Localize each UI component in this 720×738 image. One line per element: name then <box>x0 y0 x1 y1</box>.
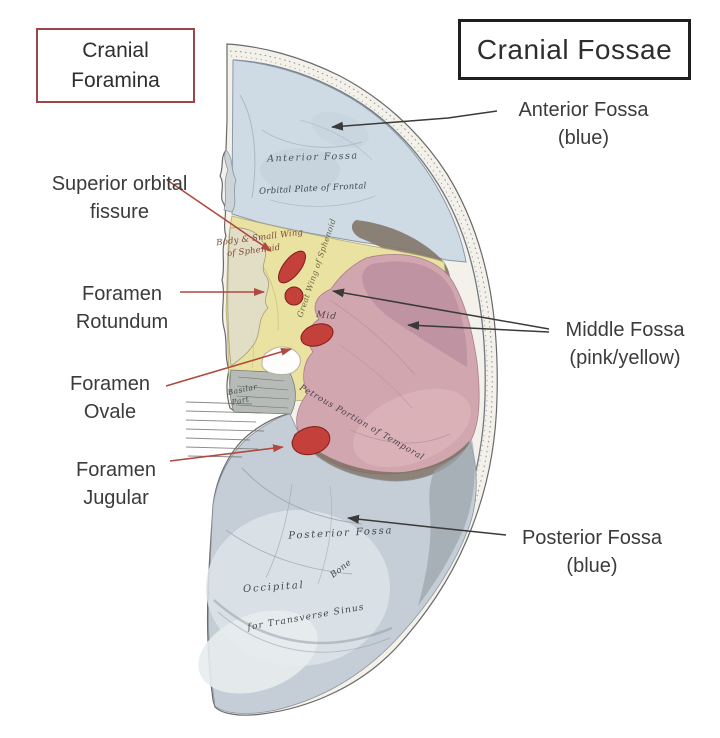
callout-line: Foramen <box>69 373 151 395</box>
callout-line: Middle Fossa <box>565 319 685 341</box>
callout-line: Jugular <box>83 487 149 509</box>
callout-line: Rotundum <box>75 311 169 333</box>
leader-anterior-fossa <box>331 110 498 131</box>
callout-foramen-rotundum: Foramen Rotundum <box>32 280 212 336</box>
basilar-part-cut-section <box>229 369 296 415</box>
basilar-hatching <box>235 376 290 409</box>
callout-foramen-ovale: Foramen Ovale <box>25 370 195 426</box>
callout-line: Ovale <box>83 401 137 423</box>
leader-foramen-jugular <box>169 444 284 462</box>
callout-line: (blue) <box>566 555 618 577</box>
pink-region-light-overlay <box>353 388 471 468</box>
leader-lines <box>165 110 550 536</box>
callout-line: Foramen <box>75 459 157 481</box>
cranial-foramina-label: Cranial Foramina <box>71 38 160 92</box>
skull-illustration: Anterior Fossa Orbital Plate of Frontal … <box>185 43 498 716</box>
engraved-occipital: Occipital <box>243 580 305 595</box>
foramen-jugular-shape <box>291 426 331 456</box>
superior-orbital-fissure-shape <box>278 250 306 284</box>
callout-line: Anterior Fossa <box>518 99 649 121</box>
cranial-foramina-box: Cranial Foramina <box>36 28 195 103</box>
anterior-fossa-region <box>231 59 467 263</box>
leader-superior-orbital-fissure <box>166 179 272 252</box>
leader-foramen-ovale <box>165 348 292 387</box>
section-hatch-lines <box>185 401 265 458</box>
callout-anterior-fossa: Anterior Fossa (blue) <box>496 96 671 152</box>
engraved-anterior-fossa: Anterior Fossa <box>266 150 359 164</box>
posterior-fossa-texture <box>213 467 393 653</box>
engraved-basilar-2: Part <box>230 394 251 407</box>
foramen-rotundum-shape <box>284 286 304 306</box>
callout-line: Foramen <box>81 283 163 305</box>
foramen-ovale-shape <box>300 323 334 347</box>
posterior-light-area-lower <box>198 610 318 694</box>
leader-middle-fossa-2 <box>407 321 550 333</box>
callout-superior-orbital-fissure: Superior orbital fissure <box>22 170 217 226</box>
cranial-fossae-title-box: Cranial Fossae <box>458 19 691 80</box>
ethmoid-cut-section <box>223 149 237 213</box>
callout-middle-fossa: Middle Fossa (pink/yellow) <box>539 316 711 372</box>
callout-line: (pink/yellow) <box>569 347 681 369</box>
pink-region-dark-overlay <box>362 261 468 367</box>
callout-line: Superior orbital <box>51 173 188 195</box>
callout-line: (blue) <box>557 127 610 149</box>
callout-posterior-fossa: Posterior Fossa (blue) <box>500 524 684 580</box>
leader-posterior-fossa <box>347 514 507 536</box>
callout-line: fissure <box>90 201 149 223</box>
posterior-rim-shadow <box>418 440 475 606</box>
anterior-fossa-texture <box>239 94 376 207</box>
leader-middle-fossa-1 <box>332 288 550 330</box>
callout-line: Posterior Fossa <box>521 527 663 549</box>
engraved-middle-fragment: Mid <box>315 310 338 322</box>
cranial-fossae-title: Cranial Fossae <box>476 33 673 65</box>
pink-region-texture <box>329 299 451 444</box>
callout-foramen-jugular: Foramen Jugular <box>28 456 204 512</box>
